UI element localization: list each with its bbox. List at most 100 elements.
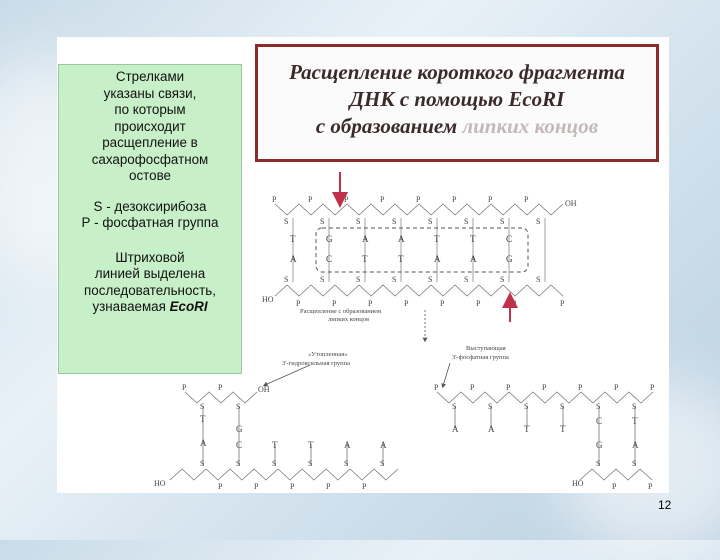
label-s: S xyxy=(236,402,240,411)
label-p: P xyxy=(368,299,373,308)
recognition-site-box xyxy=(315,227,529,273)
base-top: A xyxy=(398,234,405,244)
label-oh: OH xyxy=(258,385,270,394)
title-line-3-faded: липких концов xyxy=(462,114,599,138)
base: G xyxy=(596,440,603,450)
label-p: P xyxy=(612,482,617,491)
bottom-strand-labels: HO S P S P S P S P S P S P S P S P xyxy=(262,275,565,308)
label-p: P xyxy=(404,299,409,308)
label-s: S xyxy=(632,459,636,468)
base: A xyxy=(380,440,387,450)
label-p: P xyxy=(560,299,565,308)
label-s: S xyxy=(524,402,528,411)
base: A xyxy=(344,440,351,450)
note-sequence-text: Штриховой линией выделена последовательн… xyxy=(84,249,216,315)
label-p: P xyxy=(296,299,301,308)
base-outer: T xyxy=(290,234,296,244)
base-top: T xyxy=(470,234,476,244)
label-s: S xyxy=(380,459,384,468)
top-strand xyxy=(274,203,564,297)
label-s: S xyxy=(200,459,204,468)
label-ho: HO xyxy=(572,479,584,488)
label-s: S xyxy=(452,402,456,411)
label-p: P xyxy=(182,383,187,392)
label-p: P xyxy=(506,383,511,392)
base: A xyxy=(200,438,207,448)
recessed-pointer xyxy=(262,364,311,387)
left-fragment-labels: P S P S OH HO T G A C T T A A S S S S S … xyxy=(154,383,387,491)
dna-diagram: P S P S P S P S P S P S P S P S OH T A G… xyxy=(154,172,655,491)
label-p: P xyxy=(470,383,475,392)
label-s: S xyxy=(536,275,540,284)
title-line-1: Расщепление короткого фрагмента xyxy=(289,60,625,84)
label-p: P xyxy=(218,383,223,392)
label-ho: HO xyxy=(262,295,274,304)
label-s: S xyxy=(200,402,204,411)
label-s: S xyxy=(632,402,636,411)
note-paragraph-cleavage: Стрелками указаны связи, по которым прои… xyxy=(91,69,209,183)
label-p: P xyxy=(512,299,517,308)
label-s: S xyxy=(488,402,492,411)
note-enzyme-name: EcoRI xyxy=(169,299,208,314)
base: T xyxy=(308,440,314,450)
base-bottom: A xyxy=(470,254,477,264)
base-bottom: C xyxy=(326,254,332,264)
base-top: A xyxy=(362,234,369,244)
label-p: P xyxy=(648,482,653,491)
label-p: P xyxy=(218,482,223,491)
note-box: Стрелками указаны связи, по которым прои… xyxy=(58,64,242,374)
label-s: S xyxy=(560,402,564,411)
base-bottom: T xyxy=(398,254,404,264)
base: T xyxy=(632,416,638,426)
base-bottom: T xyxy=(362,254,368,264)
label-p: P xyxy=(542,383,547,392)
base: A xyxy=(488,424,495,434)
title-line-3-main: с образованием xyxy=(315,114,463,138)
label-s: S xyxy=(428,275,432,284)
label-s: S xyxy=(464,275,468,284)
label-s: S xyxy=(500,217,504,226)
note-legend-p: Р - фосфатная группа xyxy=(81,215,219,230)
base: T xyxy=(200,414,206,424)
label-p: P xyxy=(362,482,367,491)
label-p: P xyxy=(308,195,313,204)
right-fragment-labels: P P P P P P P S S S S S S A A T T C T G … xyxy=(434,383,655,491)
label-p: P xyxy=(452,195,457,204)
base: C xyxy=(236,440,242,450)
base-top: T xyxy=(434,234,440,244)
label-p: P xyxy=(326,482,331,491)
base: C xyxy=(596,416,602,426)
label-s: S xyxy=(596,459,600,468)
base: T xyxy=(560,424,566,434)
label-s: S xyxy=(344,459,348,468)
label-p: P xyxy=(440,299,445,308)
title-line-2: ДНК с помощью EcoRI xyxy=(349,87,565,111)
label-s: S xyxy=(500,275,504,284)
base-bottom: A xyxy=(434,254,441,264)
base-outer: A xyxy=(290,254,297,264)
label-p: P xyxy=(488,195,493,204)
title-line-3: с образованием липких концов xyxy=(258,113,656,140)
label-s: S xyxy=(536,217,540,226)
label-s: S xyxy=(428,217,432,226)
label-p: P xyxy=(416,195,421,204)
title-box: Расщепление короткого фрагмента ДНК с по… xyxy=(255,44,659,162)
left-fragment xyxy=(169,391,399,481)
note-paragraph-sequence: Штриховой линией выделена последовательн… xyxy=(65,250,235,316)
label-s: S xyxy=(272,459,276,468)
base: A xyxy=(452,424,459,434)
label-p: P xyxy=(650,383,655,392)
label-s: S xyxy=(320,275,324,284)
label-s: S xyxy=(464,217,468,226)
label-s: S xyxy=(596,402,600,411)
top-strand-labels: P S P S P S P S P S P S P S P S OH xyxy=(272,195,577,226)
label-p: P xyxy=(332,299,337,308)
top-bases: T A G A A T T C C T T A A G xyxy=(290,234,513,264)
label-s: S xyxy=(320,217,324,226)
label-s: S xyxy=(392,217,396,226)
label-recessed-3oh: «Утопленная»3'-гидроксильная группа xyxy=(282,351,350,367)
label-s: S xyxy=(392,275,396,284)
base: T xyxy=(272,440,278,450)
